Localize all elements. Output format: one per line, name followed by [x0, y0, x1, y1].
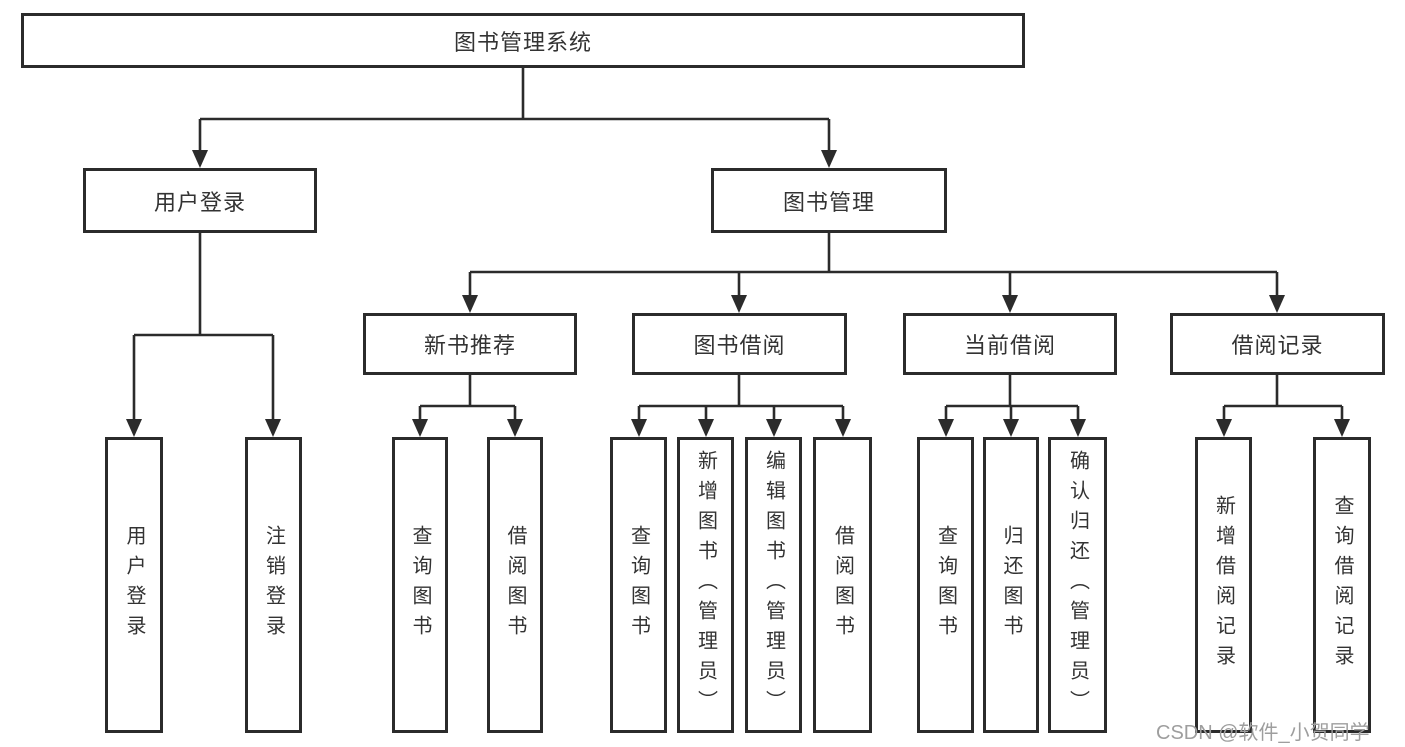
leaf-borrow-books-recommend-label: 借阅图书 [504, 525, 526, 645]
leaf-return-book: 归还图书 [983, 437, 1039, 733]
leaf-borrow-books: 借阅图书 [813, 437, 872, 733]
leaf-add-borrow-record-label: 新增借阅记录 [1212, 495, 1235, 675]
leaf-query-borrow-record-label: 查询借阅记录 [1331, 495, 1353, 675]
node-current-borrow: 当前借阅 [903, 313, 1117, 375]
node-library-management-system-label: 图书管理系统 [453, 29, 592, 55]
node-new-book-recommend: 新书推荐 [363, 313, 577, 375]
leaf-return-book-label: 归还图书 [1000, 525, 1022, 645]
leaf-query-books-current-label: 查询图书 [934, 525, 957, 645]
csdn-watermark: CSDN @软件_小贺同学 [1156, 722, 1370, 744]
leaf-query-books-borrow-label: 查询图书 [627, 525, 650, 645]
node-book-borrow-label: 图书借阅 [693, 333, 786, 358]
leaf-query-books-recommend: 查询图书 [392, 437, 448, 733]
leaf-borrow-books-recommend: 借阅图书 [487, 437, 543, 733]
leaf-confirm-return-admin-label: 确认归还（管理员） [1066, 450, 1089, 720]
arrowhead-icons [126, 150, 1350, 437]
connector-line-group [132, 68, 1344, 421]
node-borrow-records-label: 借阅记录 [1231, 333, 1324, 358]
node-book-management-label: 图书管理 [782, 189, 875, 215]
node-library-management-system: 图书管理系统 [21, 13, 1025, 68]
leaf-logout-login: 注销登录 [245, 437, 302, 733]
node-borrow-records: 借阅记录 [1170, 313, 1385, 375]
leaf-query-books-recommend-label: 查询图书 [409, 525, 431, 645]
leaf-query-books-borrow: 查询图书 [610, 437, 667, 733]
leaf-query-borrow-record: 查询借阅记录 [1313, 437, 1371, 733]
leaf-query-books-current: 查询图书 [917, 437, 974, 733]
leaf-confirm-return-admin: 确认归还（管理员） [1048, 437, 1107, 733]
leaf-edit-book-admin-label: 编辑图书（管理员） [762, 450, 785, 720]
node-new-book-recommend-label: 新书推荐 [423, 333, 516, 358]
leaf-logout-login-label: 注销登录 [262, 525, 285, 645]
leaf-borrow-books-label: 借阅图书 [831, 525, 854, 645]
node-book-borrow: 图书借阅 [632, 313, 847, 375]
leaf-user-login-label: 用户登录 [123, 525, 145, 645]
node-current-borrow-label: 当前借阅 [963, 333, 1056, 358]
node-user-login-label: 用户登录 [153, 189, 246, 215]
leaf-add-borrow-record: 新增借阅记录 [1195, 437, 1252, 733]
node-book-management: 图书管理 [711, 168, 947, 233]
leaf-edit-book-admin: 编辑图书（管理员） [745, 437, 802, 733]
leaf-add-book-admin-label: 新增图书（管理员） [694, 450, 717, 720]
leaf-add-book-admin: 新增图书（管理员） [677, 437, 734, 733]
leaf-user-login: 用户登录 [105, 437, 163, 733]
node-user-login: 用户登录 [83, 168, 317, 233]
